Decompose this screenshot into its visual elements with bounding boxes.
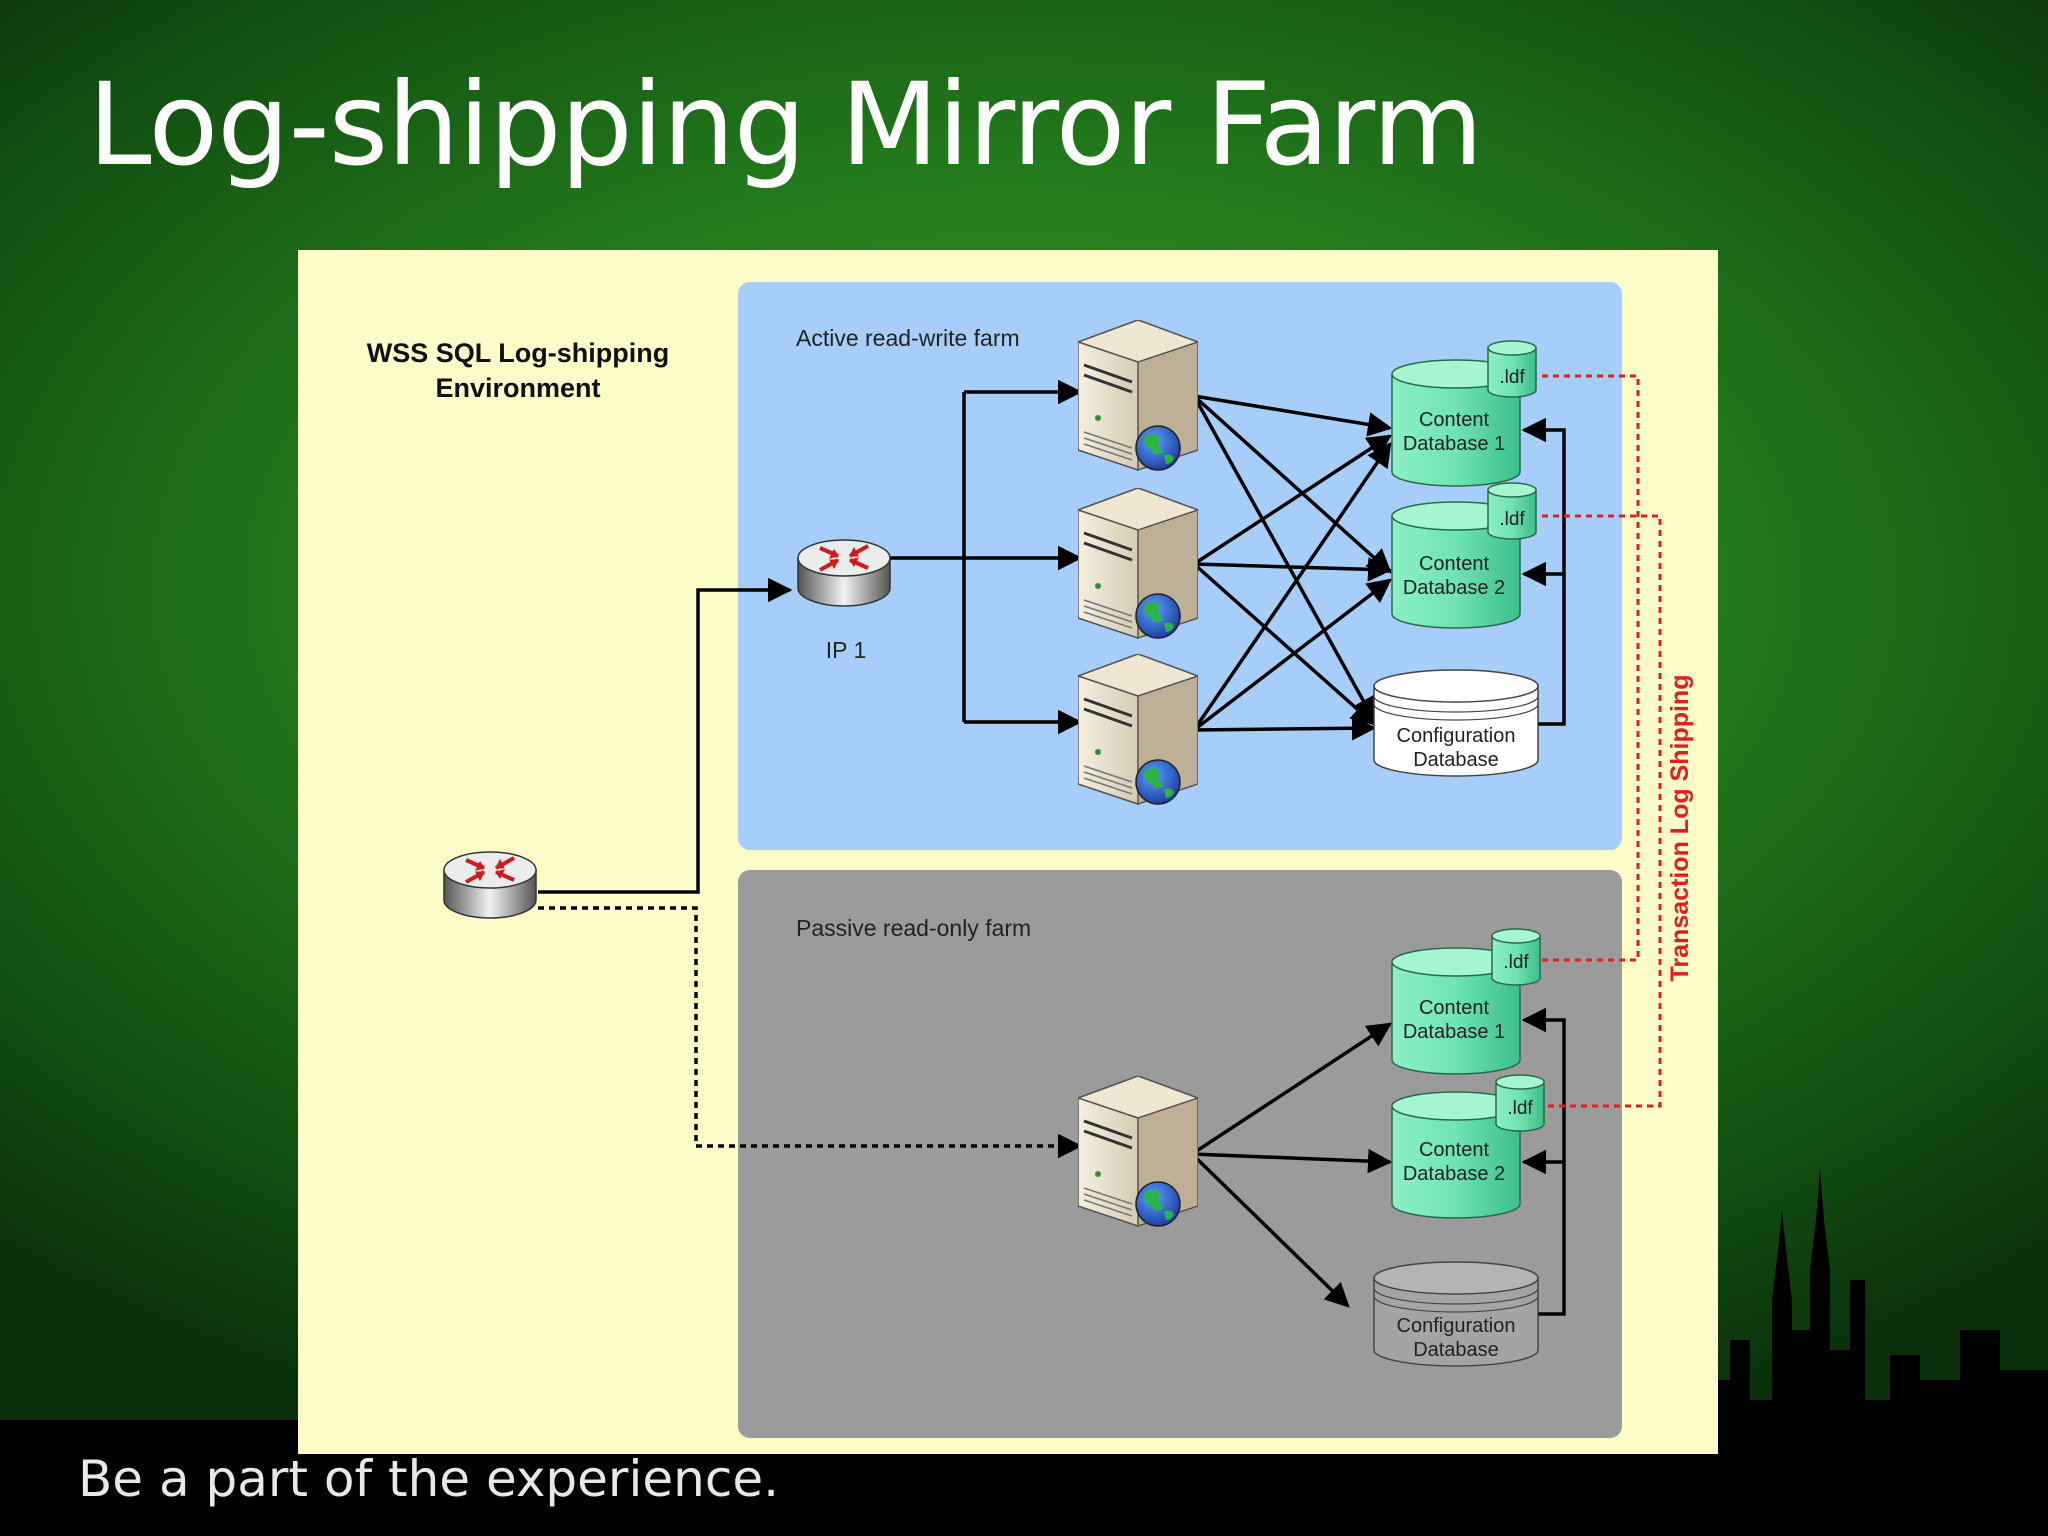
log-shipping-label: Transaction Log Shipping: [1666, 675, 1694, 982]
footer-tagline: Be a part of the experience.: [78, 1450, 779, 1508]
passive-farm-label: Passive read-only farm: [796, 915, 1031, 941]
active-config-label-line2: Database: [1413, 749, 1499, 771]
active-farm-label: Active read-write farm: [796, 325, 1020, 351]
diagram-heading-line2: Environment: [435, 373, 600, 403]
passive-db2-label-line2: Database 2: [1403, 1163, 1505, 1185]
active-config-label-line1: Configuration: [1397, 725, 1516, 747]
diagram-panel: WSS SQL Log-shipping Environment Active …: [298, 250, 1718, 1454]
passive-db2-label-line1: Content: [1419, 1139, 1489, 1161]
passive-db1-ldf-label: .ldf: [1503, 952, 1529, 973]
active-db1-label-line2: Database 1: [1403, 433, 1505, 455]
city-skyline-silhouette: [1700, 1170, 2048, 1430]
passive-config-label-line2: Database: [1413, 1339, 1499, 1361]
active-db1-label-line1: Content: [1419, 409, 1489, 431]
active-config-db-icon: [1373, 669, 1539, 777]
edge-to-passive-link: [538, 906, 1083, 1159]
active-db2-label-line1: Content: [1419, 553, 1489, 575]
ip1-label: IP 1: [826, 637, 867, 663]
active-db2-ldf-label: .ldf: [1499, 509, 1525, 530]
ip1-router-icon: [796, 538, 892, 608]
passive-content-db2-icon: [1391, 1074, 1545, 1219]
active-server-1-icon: [1078, 320, 1198, 472]
passive-config-label-line1: Configuration: [1397, 1315, 1516, 1337]
passive-server-icon: [1078, 1076, 1198, 1228]
active-server-3-icon: [1078, 654, 1198, 806]
slide-title: Log-shipping Mirror Farm: [88, 58, 1483, 191]
passive-config-db-icon: [1373, 1261, 1539, 1367]
passive-db1-label-line1: Content: [1419, 997, 1489, 1019]
edge-to-ip1-link: [538, 577, 793, 894]
passive-db2-ldf-label: .ldf: [1507, 1098, 1533, 1119]
active-server-2-icon: [1078, 488, 1198, 640]
active-db1-ldf-label: .ldf: [1499, 367, 1525, 388]
passive-server-links: [1190, 1022, 1393, 1308]
active-server-mesh: [1192, 394, 1393, 741]
transaction-log-shipping-lines: [1542, 374, 1662, 1108]
edge-router-icon: [442, 850, 538, 920]
active-content-db2-icon: [1391, 482, 1537, 629]
active-content-db1-icon: [1391, 340, 1537, 487]
passive-db1-label-line2: Database 1: [1403, 1021, 1505, 1043]
diagram-heading-line1: WSS SQL Log-shipping: [367, 338, 669, 368]
passive-content-db1-icon: [1391, 928, 1541, 1075]
active-db2-label-line2: Database 2: [1403, 577, 1505, 599]
